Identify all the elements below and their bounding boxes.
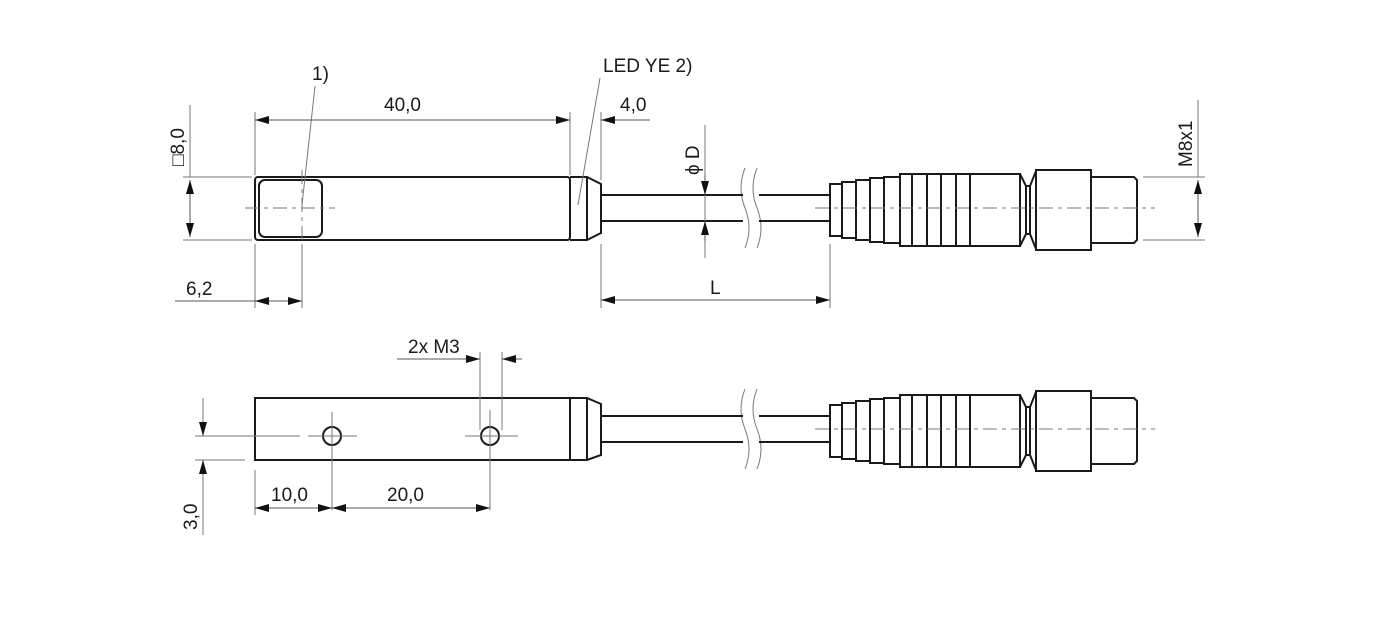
sensor-body-side	[254, 397, 571, 461]
dim-hole-height: 3,0	[181, 504, 202, 530]
dim-body-length: 40,0	[384, 95, 421, 116]
side-view: 2x M3 3,0 10,0 20,0	[181, 337, 1156, 535]
led-label: LED YE 2)	[603, 56, 692, 77]
dim-thread: M8x1	[1176, 121, 1197, 167]
note-1-label: 1)	[312, 64, 329, 85]
dim-cap-length: 4,0	[620, 95, 646, 116]
cable-connector-side	[600, 388, 1156, 472]
dim-cable-length: L	[710, 278, 721, 299]
led-cap	[570, 176, 602, 241]
dim-square-size: □8,0	[168, 128, 189, 166]
top-view: 1) LED YE 2) 40,0 4,0 □8,0 ϕ D 6,2 L M8x…	[168, 56, 1205, 308]
dim-sensor-offset: 6,2	[186, 279, 212, 300]
dim-cable-diameter: ϕ D	[683, 145, 704, 175]
dim-hole-spacing: 20,0	[387, 485, 424, 506]
dim-hole1-offset: 10,0	[271, 485, 308, 506]
dim-mount-holes: 2x M3	[408, 337, 460, 358]
cable-connector-top	[600, 167, 1156, 251]
